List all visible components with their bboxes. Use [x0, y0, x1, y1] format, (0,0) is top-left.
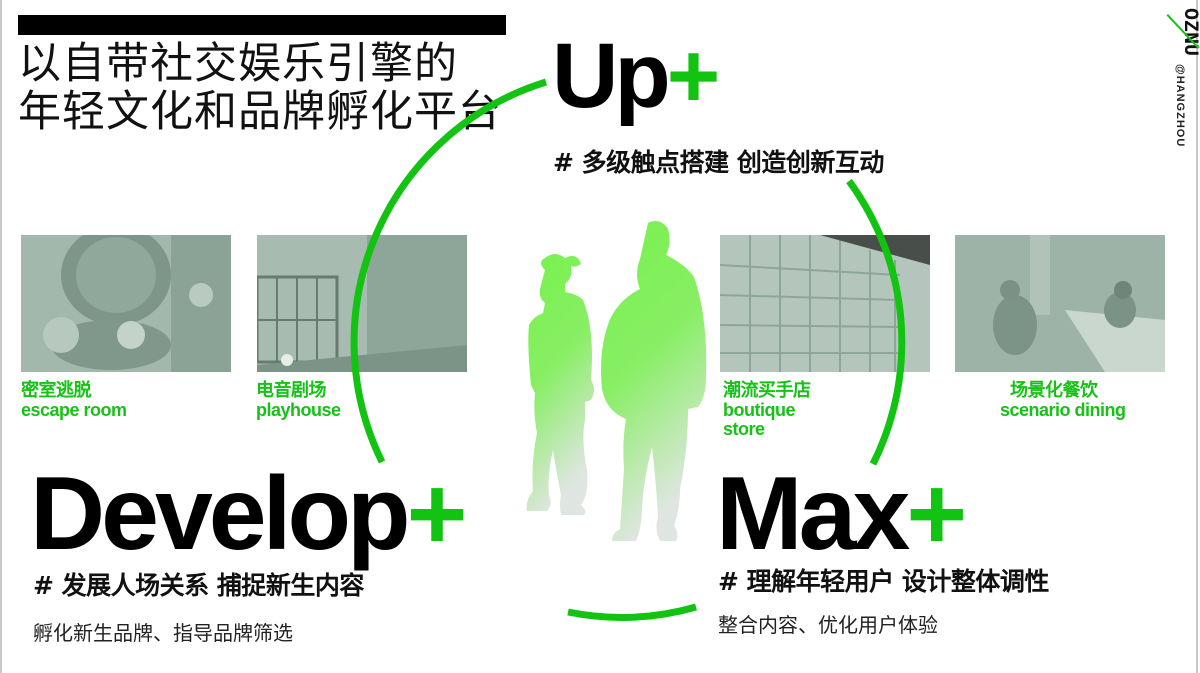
plus-icon: +: [906, 456, 968, 572]
caption-scenario-dining: 场景化餐饮 scenario dining: [1000, 380, 1126, 420]
max-tagline: # 理解年轻用户 设计整体调性: [718, 567, 1049, 596]
photo-scenario-dining: [955, 235, 1165, 372]
plus-icon: +: [666, 25, 721, 127]
up-heading: Up+: [552, 30, 720, 122]
caption-boutique-store: 潮流买手店 boutique store: [723, 380, 811, 439]
develop-word: Develop: [30, 456, 411, 572]
brand-logo: OZNU @HANGZHOU: [1158, 4, 1200, 174]
caption-zh: 电音剧场: [256, 380, 326, 401]
logo-city: @HANGZHOU: [1174, 64, 1186, 148]
photo-escape-room: [21, 235, 231, 372]
photo-playhouse: [257, 235, 467, 372]
max-subline: 整合内容、优化用户体验: [718, 613, 938, 637]
caption-en: escape room: [21, 400, 127, 420]
develop-tagline: # 发展人场关系 捕捉新生内容: [33, 571, 364, 600]
caption-en-line2: store: [723, 419, 765, 439]
caption-en: boutique: [723, 400, 795, 420]
develop-subline: 孵化新生品牌、指导品牌筛选: [33, 621, 293, 645]
caption-en: scenario dining: [1000, 400, 1126, 420]
caption-escape-room: 密室逃脱 escape room: [21, 380, 127, 420]
up-tagline: # 多级触点搭建 创造创新互动: [553, 148, 884, 177]
photo-boutique-store: [720, 235, 930, 372]
caption-zh: 密室逃脱: [21, 380, 91, 401]
up-word: Up: [552, 25, 671, 127]
two-people-silhouette-icon: [526, 221, 707, 541]
page-headline: 以自带社交娱乐引擎的 年轻文化和品牌孵化平台: [18, 40, 502, 136]
headline-line-1: 以自带社交娱乐引擎的: [18, 39, 458, 89]
develop-heading: Develop+: [30, 462, 467, 566]
left-border: [0, 0, 2, 673]
max-heading: Max+: [716, 462, 967, 566]
caption-playhouse: 电音剧场 playhouse: [256, 380, 341, 420]
caption-zh: 场景化餐饮: [1010, 380, 1098, 401]
max-word: Max: [716, 456, 910, 572]
title-bar-decoration: [18, 15, 506, 35]
caption-en: playhouse: [256, 400, 341, 420]
caption-zh: 潮流买手店: [723, 380, 811, 401]
plus-icon: +: [406, 456, 468, 572]
headline-line-2: 年轻文化和品牌孵化平台: [18, 87, 502, 137]
right-border: [1196, 0, 1198, 673]
